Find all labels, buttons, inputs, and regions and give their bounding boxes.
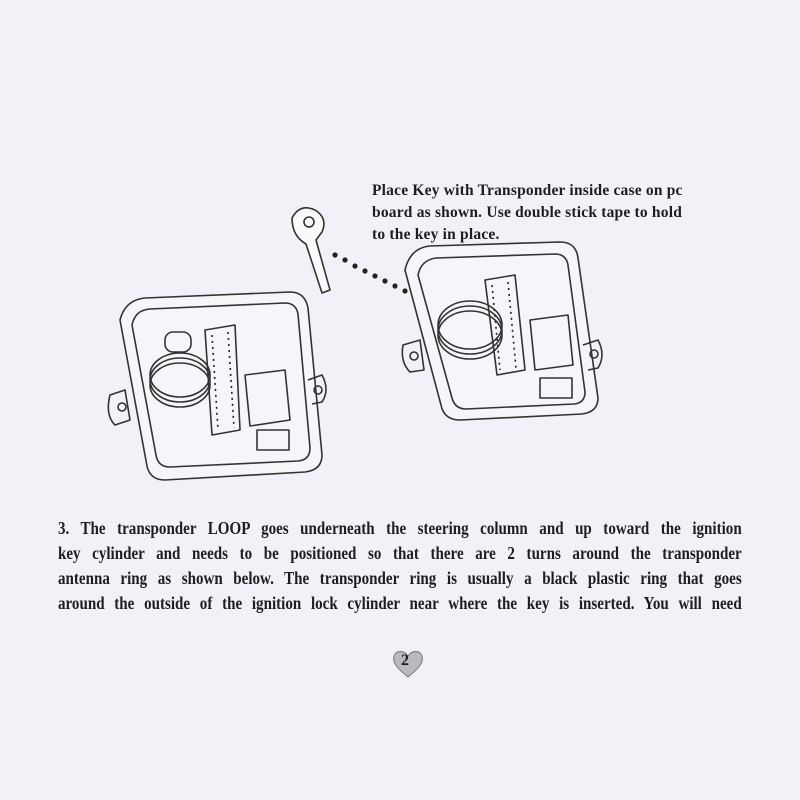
page-number: 2 bbox=[390, 647, 426, 679]
heart-icon bbox=[393, 651, 423, 678]
page-number-text: 2 bbox=[401, 652, 409, 669]
figure-caption: Place Key with Transponder inside case o… bbox=[372, 180, 683, 246]
paragraph-line: around the outside of the ignition lock … bbox=[58, 593, 742, 613]
step-3-paragraph: 3. The transponder LOOP goes underneath … bbox=[58, 516, 742, 616]
paragraph-line: 3. The transponder LOOP goes underneath … bbox=[58, 518, 742, 538]
paragraph-line: antenna ring as shown below. The transpo… bbox=[58, 568, 742, 588]
caption-line: to the key in place. bbox=[372, 226, 500, 243]
case-with-loop-right bbox=[401, 241, 603, 421]
paragraph-line: key cylinder and needs to be positioned … bbox=[58, 543, 742, 563]
caption-line: Place Key with Transponder inside case o… bbox=[372, 182, 683, 199]
transponder-key bbox=[291, 207, 331, 294]
caption-line: board as shown. Use double stick tape to… bbox=[372, 204, 683, 221]
case-with-loop-left bbox=[107, 291, 327, 481]
